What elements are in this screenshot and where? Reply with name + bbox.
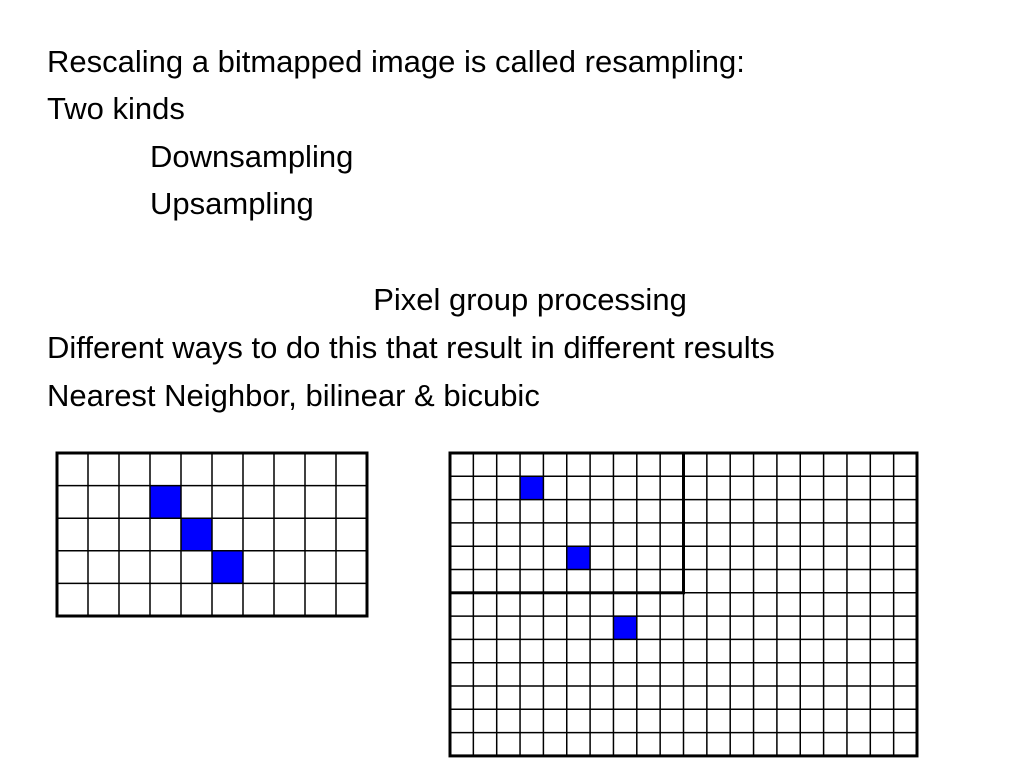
downsampling-item: Downsampling — [150, 139, 354, 174]
upsampled-filled-pixel-1 — [520, 476, 544, 500]
original-filled-pixel-2 — [181, 518, 212, 551]
two-kinds-label: Two kinds — [47, 91, 185, 126]
original-filled-pixel-3 — [212, 550, 243, 584]
pixel-group-processing-title: Pixel group processing — [373, 282, 687, 317]
heading-resampling: Rescaling a bitmapped image is called re… — [47, 44, 745, 79]
original-filled-pixel-1 — [150, 485, 181, 519]
original-size-region-outline — [448, 451, 685, 595]
upsampled-filled-pixel-2 — [566, 546, 591, 570]
upsampling-item: Upsampling — [150, 186, 314, 221]
different-ways-text: Different ways to do this that result in… — [47, 330, 775, 365]
upsampled-filled-pixel-3 — [613, 616, 637, 640]
original-grid-border — [55, 451, 369, 618]
interpolation-methods-text: Nearest Neighbor, bilinear & bicubic — [47, 378, 540, 413]
